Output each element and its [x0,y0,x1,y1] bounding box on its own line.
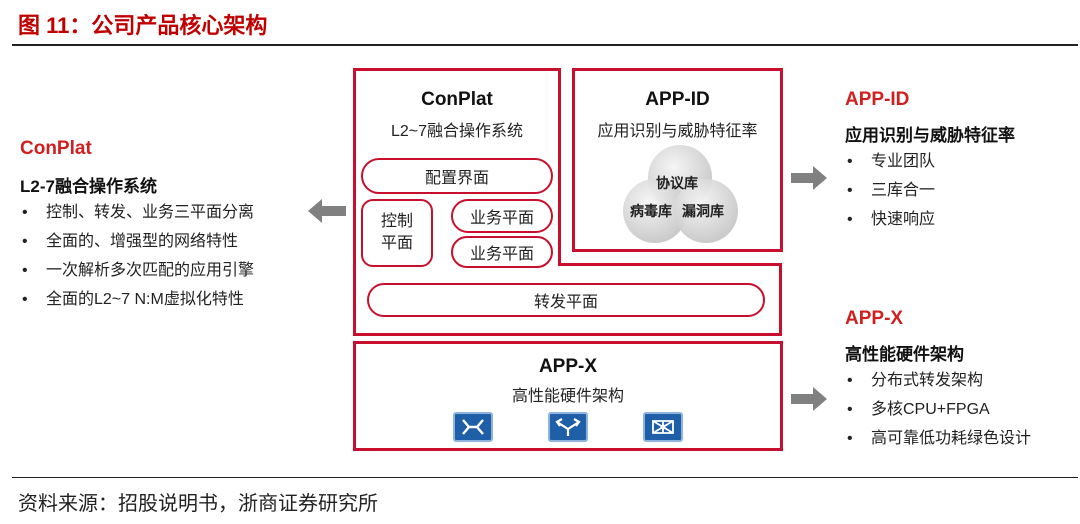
appid-box-subtitle: 应用识别与威胁特征率 [597,123,758,140]
figure-title: 图 11：公司产品核心架构 [18,13,268,38]
bottom-divider [12,477,1078,478]
appx-box-title: APP-X [538,356,598,377]
control-plane-line1: 控制 [380,213,413,230]
list-item: 高可靠低功耗绿色设计 [845,429,1075,449]
right-appid-subtitle: 应用识别与威胁特征率 [845,126,1015,145]
top-divider [12,44,1078,46]
right-appx-title: APP-X [845,308,904,329]
control-plane-box: 控制 平面 [361,199,433,267]
left-feature-list: 控制、转发、业务三平面分离 全面的、增强型的网络特性 一次解析多次匹配的应用引擎… [20,203,320,319]
arrow-right-icon [791,166,827,190]
mesh-chip-icon [643,412,683,442]
right-appid-feature-list: 专业团队 三库合一 快速响应 [845,152,1065,239]
arrow-left-icon [308,199,346,223]
venn-label-virus: 病毒库 [630,203,672,219]
network-chip-icon [548,412,588,442]
venn-label-protocol: 协议库 [656,175,698,191]
crossbar-chip-icon [453,412,493,442]
list-item: 快速响应 [845,210,1065,230]
appx-box-subtitle: 高性能硬件架构 [511,388,624,405]
service-plane-pill-2: 业务平面 [451,236,553,268]
appid-box-title: APP-ID [645,89,710,110]
appid-box: APP-ID 应用识别与威胁特征率 协议库 病毒库 漏洞库 [572,68,783,252]
conplat-frame [353,68,782,336]
config-interface-pill: 配置界面 [361,158,553,194]
list-item: 专业团队 [845,152,1065,172]
list-item: 全面的、增强型的网络特性 [20,232,320,252]
conplat-box-subtitle: L2~7融合操作系统 [390,123,524,140]
left-subtitle: L2-7融合操作系统 [20,177,157,196]
library-venn-diagram: 协议库 病毒库 漏洞库 [620,143,740,253]
forwarding-plane-pill: 转发平面 [367,283,765,317]
source-note: 资料来源：招股说明书，浙商证券研究所 [18,491,378,515]
list-item: 分布式转发架构 [845,371,1075,391]
right-appx-feature-list: 分布式转发架构 多核CPU+FPGA 高可靠低功耗绿色设计 [845,371,1075,458]
arrow-right-icon [791,387,827,411]
venn-label-vuln: 漏洞库 [682,203,724,219]
conplat-box: ConPlat L2~7融合操作系统 [356,89,558,141]
list-item: 一次解析多次匹配的应用引擎 [20,261,320,281]
list-item: 三库合一 [845,181,1065,201]
list-item: 多核CPU+FPGA [845,400,1075,420]
conplat-box-title: ConPlat [421,89,493,110]
left-title: ConPlat [20,138,92,159]
control-plane-line2: 平面 [380,235,413,252]
list-item: 控制、转发、业务三平面分离 [20,203,320,223]
right-appx-subtitle: 高性能硬件架构 [845,345,964,364]
appx-box: APP-X 高性能硬件架构 [353,341,783,451]
venn-circle-vuln [674,179,738,243]
list-item: 全面的L2~7 N:M虚拟化特性 [20,290,320,310]
right-appid-title: APP-ID [845,89,910,110]
service-plane-pill-1: 业务平面 [451,199,553,233]
